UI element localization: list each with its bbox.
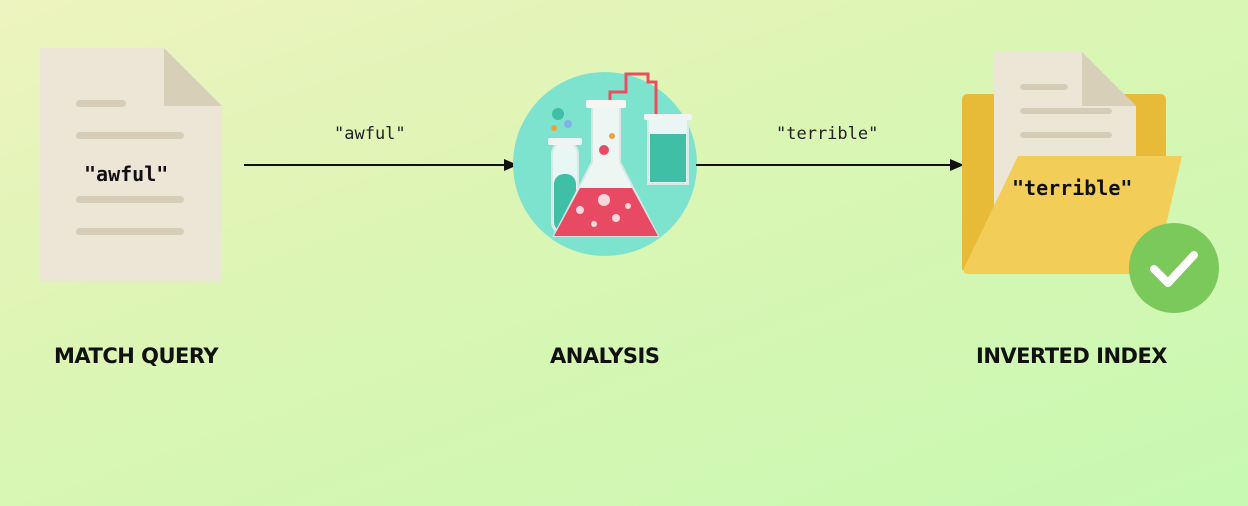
folder-icon [962, 52, 1182, 274]
stage-label-analysis: ANALYSIS [550, 344, 660, 368]
query-term: "awful" [84, 162, 169, 186]
arrow-label-awful: "awful" [334, 124, 406, 144]
stage-label-match-query: MATCH QUERY [54, 344, 219, 368]
document-icon [40, 48, 222, 282]
checkmark-icon [1129, 223, 1219, 313]
arrow-query-to-analysis [244, 159, 518, 171]
chemistry-flask-icon [513, 72, 697, 256]
arrow-label-terrible: "terrible" [776, 124, 879, 144]
stage-label-inverted-index: INVERTED INDEX [976, 344, 1167, 368]
index-term: "terrible" [1012, 176, 1133, 200]
arrow-analysis-to-index [696, 159, 964, 171]
